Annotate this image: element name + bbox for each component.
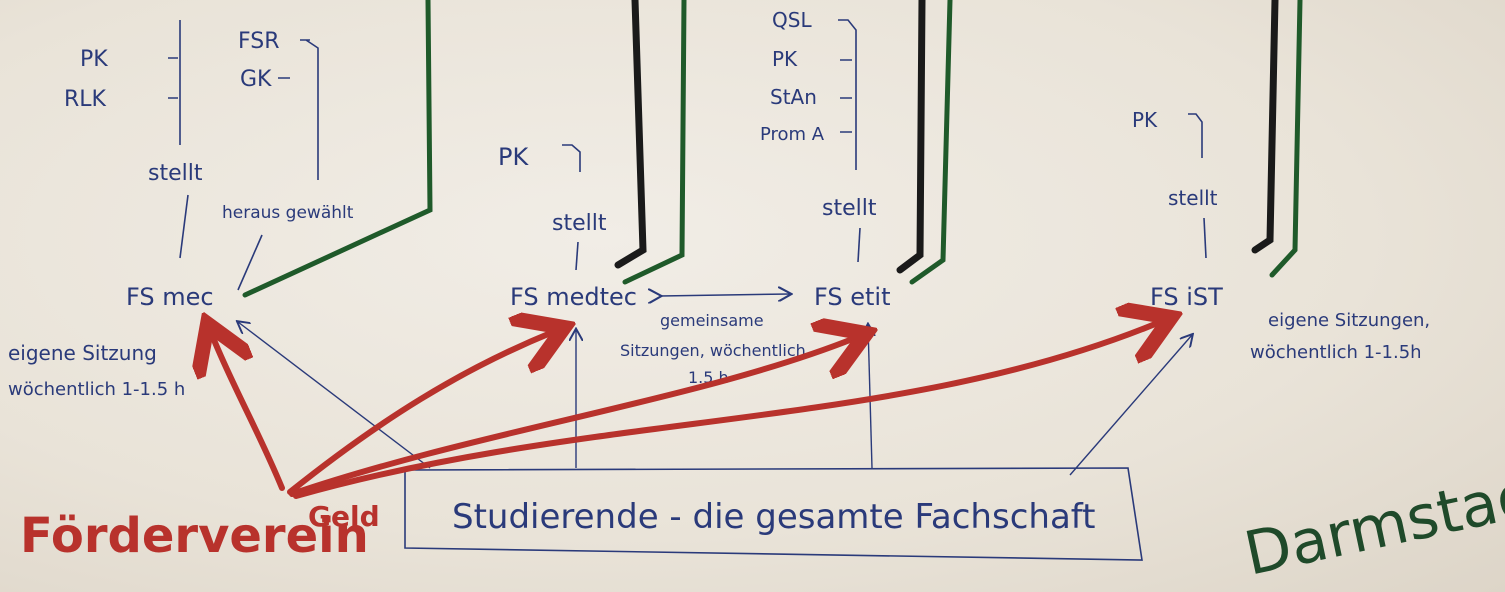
role-pk-ist: PK — [1132, 108, 1158, 132]
label-geld: Geld — [308, 500, 380, 533]
column-etit: QSL PK StAn Prom A stellt FS etit — [760, 8, 891, 311]
tick-arrows-right — [278, 39, 319, 180]
verb-heraus-gewaehlt: heraus gewählt — [222, 203, 354, 223]
base-label: Studierende - die gesamte Fachschaft — [452, 497, 1095, 537]
divider-lines — [242, 0, 1303, 298]
funding-to-mec — [212, 335, 285, 491]
green-line-medtec — [622, 0, 687, 285]
verb-stellt-medtec: stellt — [552, 211, 607, 236]
note-ist-line1: eigene Sitzungen, — [1268, 310, 1430, 331]
label-fs-medtec: FS medtec — [510, 283, 637, 311]
note-ist-line2: wöchentlich 1-1.5h — [1250, 342, 1422, 363]
verb-stellt-ist: stellt — [1168, 186, 1218, 210]
shared-meeting: gemeinsame Sitzungen, wöchentlich 1.5 h — [620, 294, 806, 387]
label-fs-mec: FS mec — [126, 283, 214, 311]
column-medtec: PK stellt FS medtec — [498, 143, 637, 311]
role-pk-etit: PK — [772, 47, 798, 71]
funding-to-etit — [289, 338, 855, 497]
role-gk-mec: GK — [240, 67, 272, 92]
green-line-ist — [1269, 0, 1303, 278]
black-line-medtec — [614, 0, 647, 269]
label-darmstadt: Darmstadt — [1239, 455, 1505, 590]
black-line-etit — [896, 0, 926, 274]
role-pk-medtec: PK — [498, 143, 529, 171]
arrow-base-to-mec — [238, 322, 431, 469]
role-prom-etit: Prom A — [760, 124, 825, 145]
funding-arrows — [212, 322, 1160, 499]
green-line-etit — [909, 0, 953, 285]
connector-heraus-mec — [237, 234, 263, 291]
note-mec-line1: eigene Sitzung — [8, 341, 157, 365]
tick-arrows-left — [168, 20, 181, 145]
note-mec-line2: wöchentlich 1-1.5 h — [8, 379, 185, 400]
role-rlk-mec: RLK — [64, 87, 107, 112]
role-stan-etit: StAn — [770, 85, 817, 109]
column-ist: PK stellt FS iST eigene Sitzungen, wöche… — [1132, 108, 1430, 363]
shared-line1: gemeinsame — [660, 311, 764, 330]
double-arrow — [660, 294, 790, 296]
base-box: Studierende - die gesamte Fachschaft — [404, 467, 1143, 561]
label-foerderverein: Förderverein — [20, 508, 369, 564]
verb-stellt-etit: stellt — [822, 196, 877, 221]
label-fs-ist: FS iST — [1150, 283, 1223, 311]
role-pk-mec: PK — [80, 47, 108, 72]
arrow-base-to-ist — [1069, 335, 1192, 476]
connector-stellt-mec — [179, 194, 189, 259]
role-fsr-mec: FSR — [238, 29, 280, 54]
green-line-mec — [242, 0, 433, 298]
shared-line2: Sitzungen, wöchentlich — [620, 341, 806, 360]
black-line-ist — [1251, 0, 1279, 254]
verb-stellt-mec: stellt — [148, 161, 203, 186]
role-qsl-etit: QSL — [772, 8, 812, 32]
funding-to-medtec — [287, 332, 553, 495]
column-mec: PK RLK FSR GK stellt heraus gewählt FS m… — [8, 20, 354, 400]
funding-to-ist — [293, 322, 1160, 499]
label-fs-etit: FS etit — [814, 283, 891, 311]
